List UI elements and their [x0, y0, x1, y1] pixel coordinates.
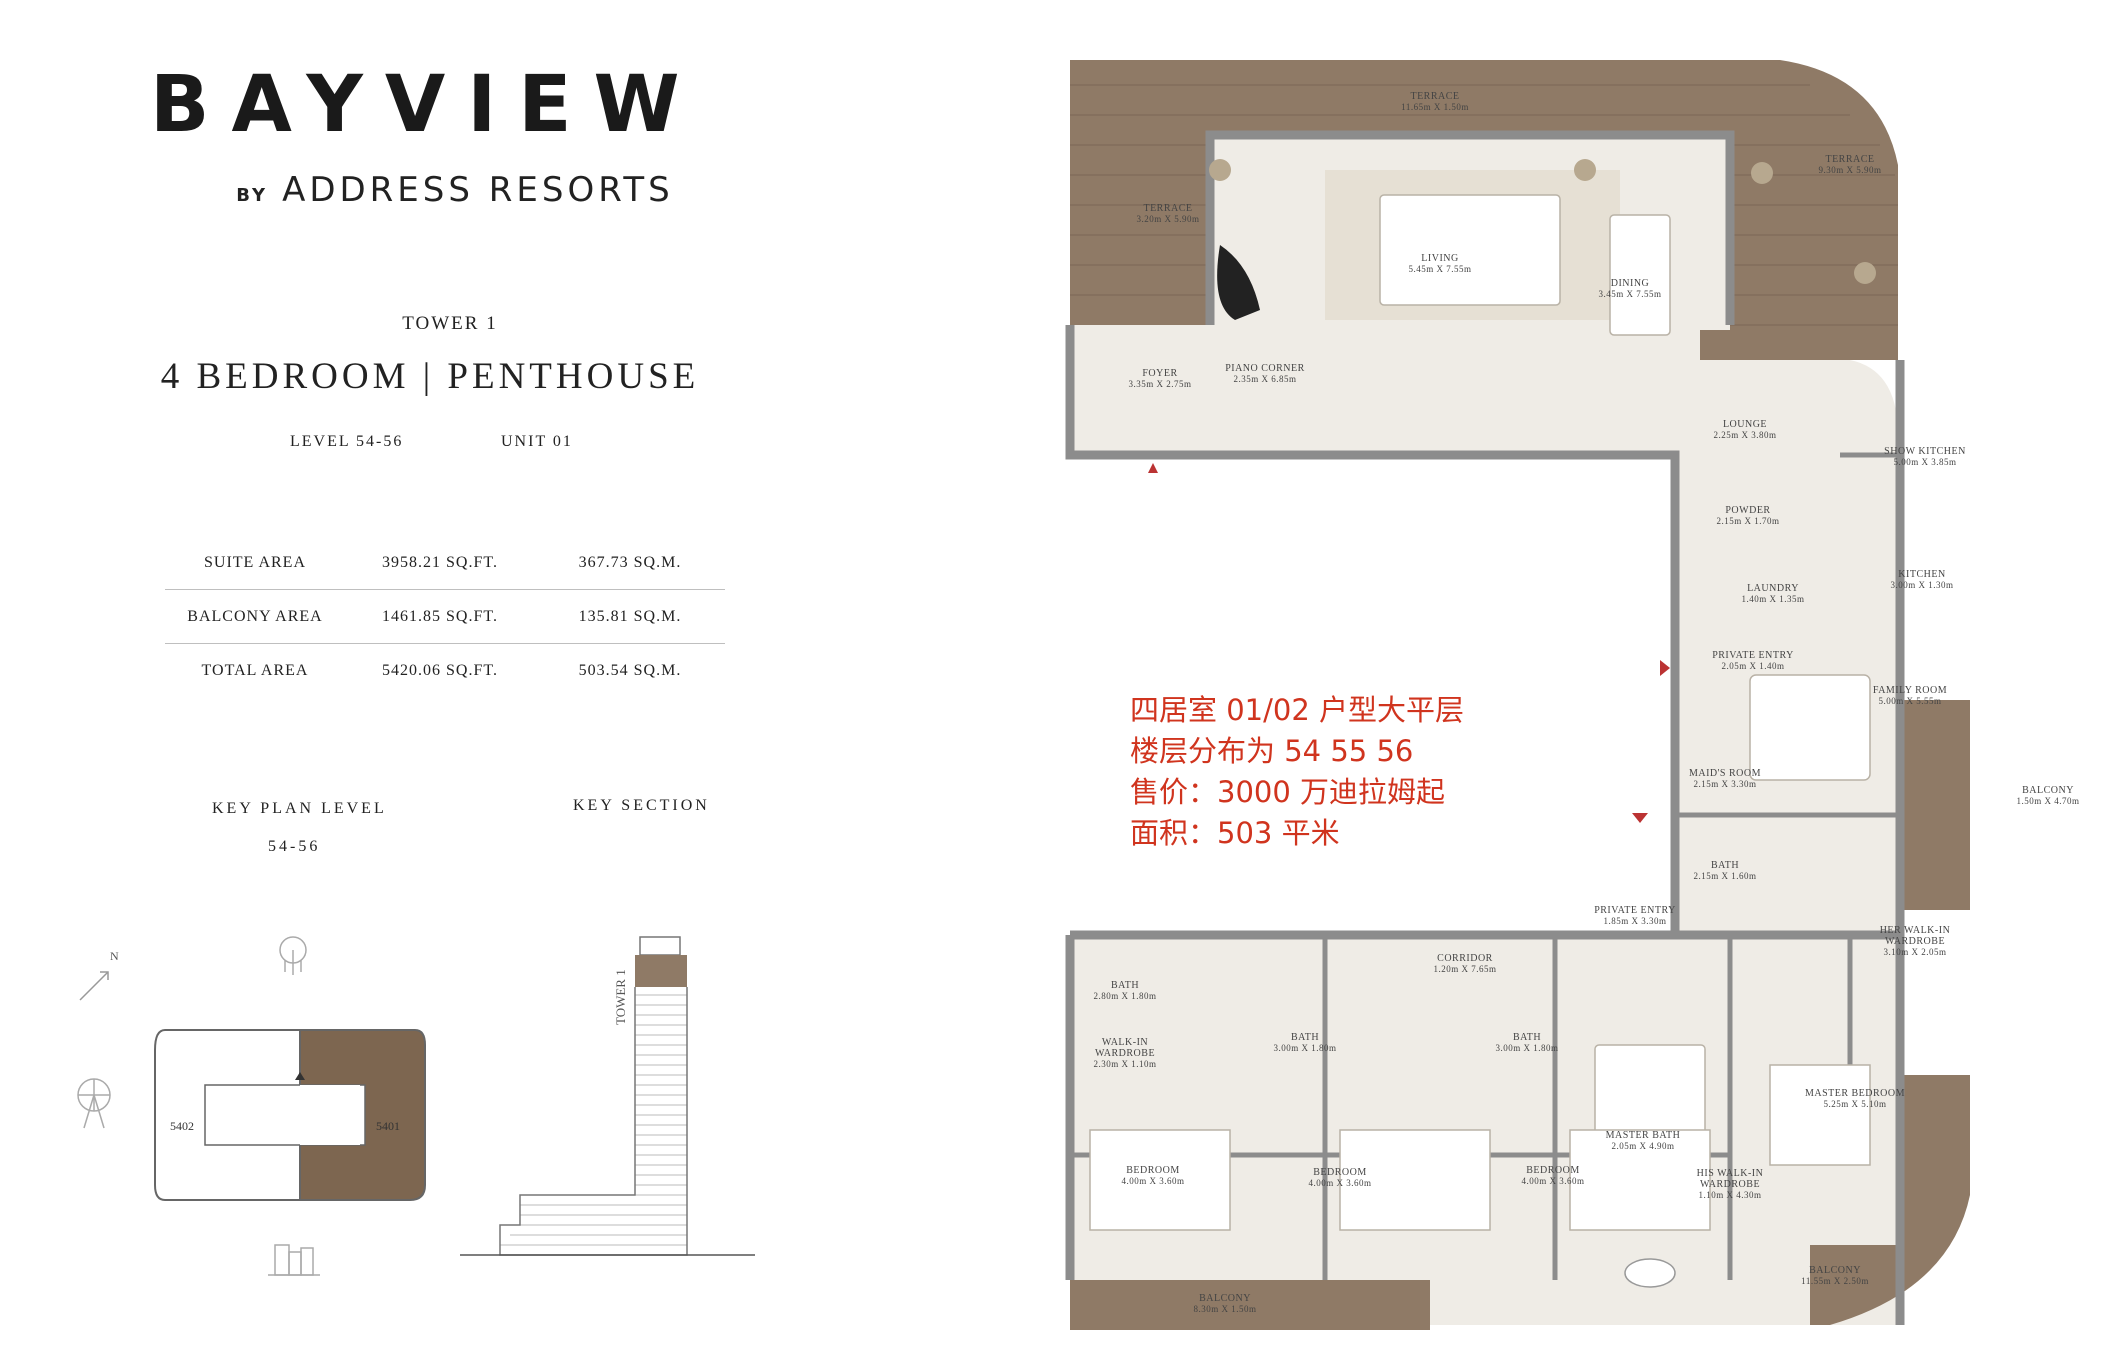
key-plan-label: KEY PLAN LEVEL: [212, 800, 387, 817]
key-section-diagram: TOWER 1: [460, 936, 755, 1256]
key-plan-diagram: N 5402 5401: [77, 936, 426, 1276]
annotation-line: 面积：503 平米: [1130, 816, 1340, 850]
table-row: SUITE AREA 3958.21 SQ.FT. 367.73 SQ.M.: [165, 536, 725, 590]
key-section-label: KEY SECTION: [573, 797, 710, 814]
table-row: BALCONY AREA 1461.85 SQ.FT. 135.81 SQ.M.: [165, 589, 725, 644]
area-sqm: 367.73 SQ.M.: [578, 553, 682, 571]
unit-type-title: 4 BEDROOM | PENTHOUSE: [160, 356, 700, 397]
brand-by: BY: [236, 185, 269, 206]
annotation-line: 售价：3000 万迪拉姆起: [1130, 775, 1446, 809]
brand-title: BAYVIEW: [150, 60, 702, 150]
entry-arrow-icon: [1660, 660, 1670, 676]
entry-arrow-icon: [1148, 463, 1158, 473]
ferris-wheel-icon: [77, 1078, 111, 1129]
unit-number: UNIT 01: [501, 433, 573, 450]
bathtub-icon: [1624, 1258, 1676, 1288]
north-arrow-icon: N: [79, 949, 119, 1001]
area-sqft: 5420.06 SQ.FT.: [345, 643, 535, 697]
table-row: TOTAL AREA 5420.06 SQ.FT. 503.54 SQ.M.: [165, 643, 725, 697]
area-sqm: 135.81 SQ.M.: [535, 589, 725, 644]
north-label: N: [110, 949, 119, 963]
area-sqft: 1461.85 SQ.FT.: [345, 589, 535, 644]
city-skyline-icon: [268, 1244, 320, 1276]
area-label: SUITE AREA: [204, 553, 306, 571]
unit-5402-label: 5402: [170, 1119, 194, 1133]
annotation-line: 四居室 01/02 户型大平层: [1130, 693, 1465, 727]
floor-plan: [1065, 60, 1970, 1330]
unit-5401-label: 5401: [376, 1119, 400, 1133]
palm-island-icon: [279, 936, 307, 975]
area-sqft: 3958.21 SQ.FT.: [382, 553, 498, 571]
key-plan-level: 54-56: [268, 838, 321, 855]
price-annotation: 四居室 01/02 户型大平层 楼层分布为 54 55 56 售价：3000 万…: [1130, 690, 1464, 854]
area-label: TOTAL AREA: [165, 643, 345, 697]
tower-label: TOWER 1: [402, 313, 498, 334]
brand-resorts: ADDRESS RESORTS: [282, 170, 674, 210]
piano-icon: [1217, 245, 1260, 320]
entry-arrow-icon: [1632, 813, 1648, 823]
brand-subtitle: BY ADDRESS RESORTS: [220, 170, 690, 210]
area-sqm: 503.54 SQ.M.: [535, 643, 725, 697]
section-tower-label: TOWER 1: [613, 969, 628, 1025]
annotation-line: 楼层分布为 54 55 56: [1130, 734, 1414, 768]
area-label: BALCONY AREA: [165, 589, 345, 644]
level-label: LEVEL 54-56: [290, 433, 404, 450]
area-table: SUITE AREA 3958.21 SQ.FT. 367.73 SQ.M. B…: [165, 536, 725, 697]
